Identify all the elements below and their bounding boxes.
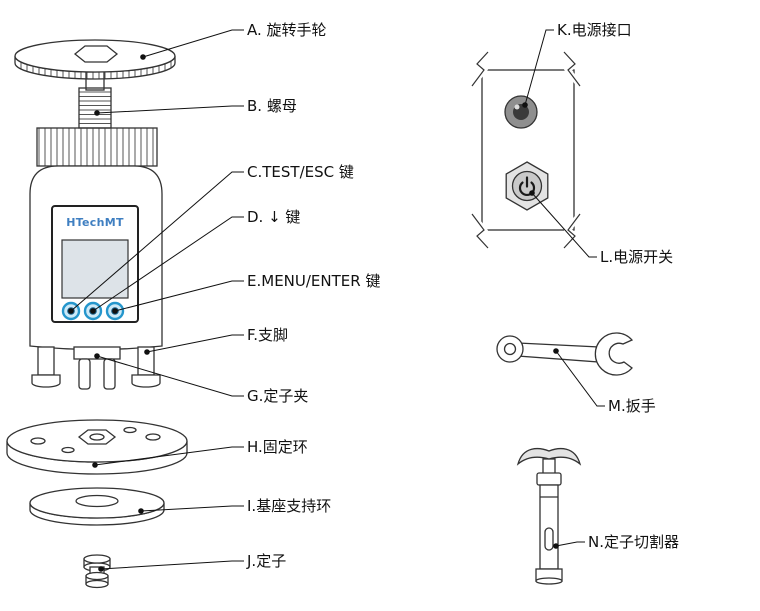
callout-b: B. 螺母: [94, 97, 297, 116]
dot-g: [94, 353, 100, 359]
callout-c: C.TEST/ESC 键: [68, 163, 354, 314]
label-stator: J.定子: [246, 552, 286, 570]
dot-f: [144, 349, 150, 355]
callout-j: J.定子: [98, 552, 286, 572]
handwheel: [14, 39, 176, 80]
label-handwheel: A. 旋转手轮: [247, 21, 327, 39]
power-switch: [505, 161, 549, 211]
label-support-foot: F.支脚: [247, 326, 288, 344]
callout-i: I.基座支持环: [138, 497, 331, 515]
dot-i: [138, 508, 144, 514]
dot-b: [94, 110, 100, 116]
dot-a: [140, 54, 146, 60]
wrench: [496, 332, 634, 376]
callout-a: A. 旋转手轮: [140, 21, 327, 60]
callout-k: K.电源接口: [522, 21, 632, 108]
label-menu-enter-key: E.MENU/ENTER 键: [247, 272, 380, 290]
label-power-switch: L.电源开关: [600, 248, 673, 266]
display-panel: HTechMT: [51, 205, 139, 323]
dot-e: [112, 308, 118, 314]
power-icon: [518, 176, 536, 197]
brand-text: HTechMT: [66, 216, 124, 229]
dot-h: [92, 462, 98, 468]
fixing-ring: [6, 419, 188, 475]
dot-k: [522, 102, 528, 108]
dot-m: [553, 348, 559, 354]
label-base-support-ring: I.基座支持环: [247, 497, 331, 515]
support-feet: [31, 346, 161, 388]
stator-part: [83, 554, 111, 589]
callout-f: F.支脚: [144, 326, 288, 355]
nut: [78, 87, 112, 129]
hex-hole: [73, 45, 119, 63]
stator-clamp: [73, 346, 121, 390]
dot-n: [553, 543, 559, 549]
label-nut: B. 螺母: [247, 97, 297, 115]
dot-j: [98, 566, 104, 572]
label-wrench: M.扳手: [608, 397, 656, 415]
label-down-key: D. ↓ 键: [247, 208, 300, 226]
power-panel: [469, 49, 583, 251]
break-marks: [471, 51, 581, 249]
label-stator-clamp: G.定子夹: [247, 387, 308, 405]
callout-g: G.定子夹: [94, 353, 308, 405]
label-fixing-ring: H.固定环: [247, 438, 308, 456]
callout-h: H.固定环: [92, 438, 308, 468]
label-test-esc-key: C.TEST/ESC 键: [247, 163, 354, 181]
power-jack: [504, 95, 538, 129]
dot-d: [90, 308, 96, 314]
dot-l: [529, 190, 535, 196]
stator-cutter: [516, 447, 582, 585]
display-screen: [61, 239, 129, 299]
callout-l: L.电源开关: [529, 190, 673, 266]
callout-e: E.MENU/ENTER 键: [112, 272, 380, 314]
callout-m: M.扳手: [553, 348, 656, 415]
label-stator-cutter: N.定子切割器: [588, 533, 679, 551]
callout-n: N.定子切割器: [553, 533, 679, 551]
base-support-ring: [29, 487, 165, 526]
knurled-cap: [36, 127, 158, 167]
callout-d: D. ↓ 键: [90, 208, 300, 314]
dot-c: [68, 308, 74, 314]
label-power-jack: K.电源接口: [557, 21, 632, 39]
